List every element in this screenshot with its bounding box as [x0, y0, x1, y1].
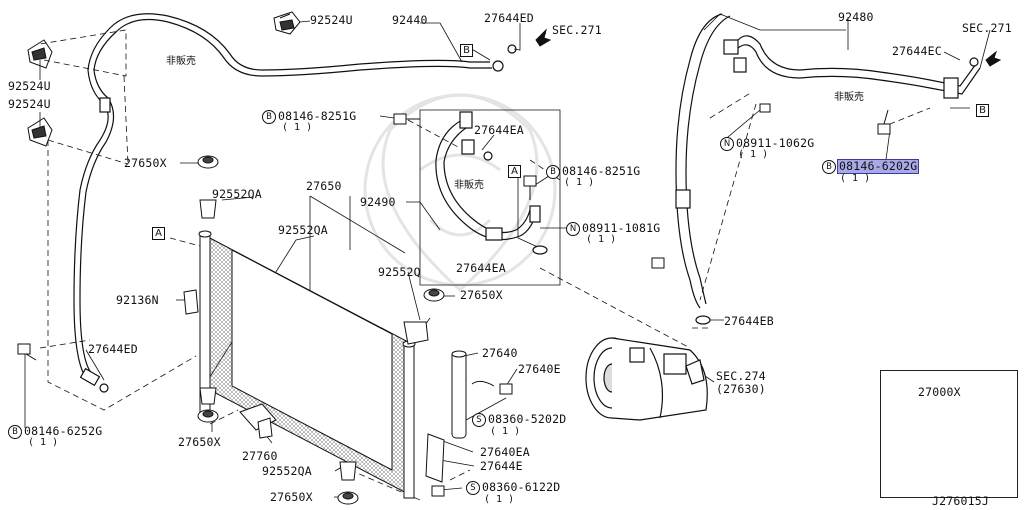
- diagram-code: J276015J: [932, 494, 989, 508]
- qty-5202D: ( 1 ): [490, 426, 521, 437]
- label-27630[interactable]: (27630): [716, 382, 766, 396]
- label-27640[interactable]: 27640: [482, 346, 518, 360]
- label-08911-1062G[interactable]: 08911-1062G: [736, 136, 815, 150]
- qty-6202G: ( 1 ): [840, 173, 871, 184]
- label-08146-8251G-a[interactable]: 08146-8251G: [278, 109, 357, 123]
- label-92524U-left-1[interactable]: 92524U: [8, 79, 51, 93]
- label-27650X-c[interactable]: 27650X: [178, 435, 221, 449]
- pipe-92480: [675, 13, 981, 325]
- label-27650X-b[interactable]: 27650X: [460, 288, 503, 302]
- label-27640E[interactable]: 27640E: [518, 362, 561, 376]
- marker-circle-N-1: N: [566, 222, 580, 236]
- qty-1081G: ( 1 ): [586, 234, 617, 245]
- label-92490[interactable]: 92490: [360, 195, 396, 209]
- label-27644ED-bot[interactable]: 27644ED: [88, 342, 138, 356]
- qty-6122D: ( 1 ): [484, 494, 515, 505]
- marker-box-B-1: B: [460, 44, 473, 57]
- qty-8251G-b: ( 1 ): [564, 177, 595, 188]
- label-92480[interactable]: 92480: [838, 10, 874, 24]
- marker-box-A-1: A: [508, 165, 521, 178]
- label-92524U-top[interactable]: 92524U: [310, 13, 353, 27]
- label-92524U-left-2[interactable]: 92524U: [8, 97, 51, 111]
- label-sec271-right[interactable]: SEC.271: [962, 21, 1012, 35]
- marker-box-A-2: A: [152, 227, 165, 240]
- qty-6252G: ( 1 ): [28, 437, 59, 448]
- marker-circle-S-2: S: [466, 481, 480, 495]
- label-sec274[interactable]: SEC.274: [716, 369, 766, 383]
- compressor: [585, 337, 708, 421]
- label-08360-6122D[interactable]: 08360-6122D: [482, 480, 561, 494]
- note-not-for-sale-1: 非販売: [166, 56, 196, 67]
- label-27644EC[interactable]: 27644EC: [892, 44, 942, 58]
- qty-8251G-a: ( 1 ): [282, 122, 313, 133]
- label-sec271-left[interactable]: SEC.271: [552, 23, 602, 37]
- label-27650X-d[interactable]: 27650X: [270, 490, 313, 504]
- label-08146-6202G-highlighted[interactable]: 08146-6202G: [837, 159, 920, 174]
- marker-circle-B-3: B: [8, 425, 22, 439]
- label-27644EA-top[interactable]: 27644EA: [474, 123, 524, 137]
- label-08146-8251G-b[interactable]: 08146-8251G: [562, 164, 641, 178]
- label-27644EA-bot[interactable]: 27644EA: [456, 261, 506, 275]
- note-not-for-sale-2: 非販売: [454, 180, 484, 191]
- label-27644ED-top[interactable]: 27644ED: [484, 11, 534, 25]
- condenser-27650: [198, 230, 416, 499]
- inset-box: [880, 370, 1018, 498]
- label-92440[interactable]: 92440: [392, 13, 428, 27]
- label-27650[interactable]: 27650: [306, 179, 342, 193]
- clips-92524U: [27, 11, 301, 147]
- label-08146-6252G[interactable]: 08146-6252G: [24, 424, 103, 438]
- pipe-92490: [435, 111, 548, 255]
- note-not-for-sale-3: 非販売: [834, 92, 864, 103]
- label-92552Q[interactable]: 92552Q: [378, 265, 421, 279]
- label-27650X-a[interactable]: 27650X: [124, 156, 167, 170]
- label-27760[interactable]: 27760: [242, 449, 278, 463]
- marker-box-B-2: B: [976, 104, 989, 117]
- small-parts: [17, 13, 891, 505]
- arrows: [535, 28, 1002, 67]
- label-92552QA-a[interactable]: 92552QA: [212, 187, 262, 201]
- label-27644E[interactable]: 27644E: [480, 459, 523, 473]
- marker-circle-B-4: B: [822, 160, 836, 174]
- marker-circle-B-2: B: [546, 165, 560, 179]
- label-27000X[interactable]: 27000X: [918, 385, 961, 399]
- marker-circle-B-1: B: [262, 110, 276, 124]
- label-27644EB[interactable]: 27644EB: [724, 314, 774, 328]
- marker-circle-S-1: S: [472, 413, 486, 427]
- label-92136N[interactable]: 92136N: [116, 293, 159, 307]
- pipe-92440: [73, 13, 517, 393]
- marker-circle-N-2: N: [720, 137, 734, 151]
- label-92552QA-c[interactable]: 92552QA: [262, 464, 312, 478]
- label-08911-1081G[interactable]: 08911-1081G: [582, 221, 661, 235]
- label-92552QA-b[interactable]: 92552QA: [278, 223, 328, 237]
- label-27640EA[interactable]: 27640EA: [480, 445, 530, 459]
- qty-1062G: ( 1 ): [738, 149, 769, 160]
- label-08360-5202D[interactable]: 08360-5202D: [488, 412, 567, 426]
